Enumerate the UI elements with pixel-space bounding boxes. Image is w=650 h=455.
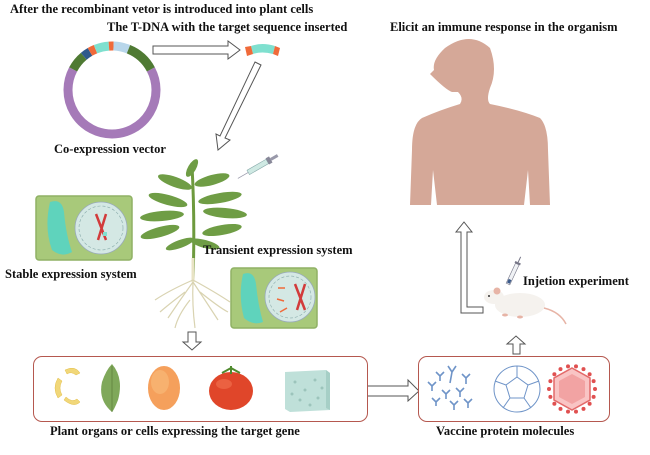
vaccine-label: Vaccine protein molecules [436, 424, 575, 438]
plasmid-segment [93, 41, 110, 54]
plasmid-segment [69, 52, 87, 72]
virus-spike [591, 379, 596, 384]
cells-icon [54, 367, 81, 405]
transient-label: Transient expression system [203, 243, 353, 257]
plasmid-icon [63, 41, 161, 139]
antibodies-icon [427, 365, 473, 410]
arrow-down-icon [181, 331, 203, 351]
plasmid-segment [80, 47, 93, 60]
tomato-icon [209, 366, 253, 410]
virus-spike [547, 387, 551, 391]
mouse-icon [484, 256, 567, 325]
callus-icon [285, 370, 330, 412]
plasmid-segment [126, 45, 155, 72]
virus-spike [591, 394, 596, 399]
arrow-right-icon [365, 378, 420, 403]
arrow-up-icon [505, 335, 527, 355]
plasmid-segment [113, 41, 131, 54]
virus-spike [587, 401, 592, 406]
leaf-icon [101, 364, 120, 412]
plant-icon [140, 159, 247, 329]
virus-spike [581, 406, 586, 411]
seed-icon [148, 366, 180, 410]
virus-spike [552, 372, 557, 377]
virus-spike [558, 406, 563, 411]
plasmid-segment [111, 67, 161, 139]
virus-spike [587, 372, 592, 377]
virus-spike [548, 379, 553, 384]
virus-spike [548, 394, 553, 399]
human-icon [410, 39, 550, 205]
plasmid-segment [63, 67, 113, 139]
arrow-diagonal-icon [215, 61, 262, 151]
syringe-icon [237, 154, 279, 179]
virus-spike [573, 364, 578, 369]
virus-spike [581, 367, 586, 372]
virus-spike [558, 367, 563, 372]
organs-label: Plant organs or cells expressing the tar… [50, 424, 300, 438]
immune-label: Elicit an immune response in the organis… [390, 20, 618, 34]
stable-cell-icon [35, 195, 133, 261]
virus-spike [566, 409, 571, 414]
tdna-label: The T-DNA with the target sequence inser… [107, 20, 348, 34]
virus-icon [547, 364, 597, 414]
plasmid-segment [87, 45, 98, 56]
virus-spike [566, 364, 571, 369]
intro-label: After the recombinant vetor is introduce… [10, 2, 314, 16]
tdna-fragment-icon [245, 44, 280, 56]
virus-spike [552, 401, 557, 406]
virus-spike [573, 409, 578, 414]
arrow-up-l-icon [454, 221, 484, 314]
transient-cell-icon [230, 267, 318, 329]
virus-spike [593, 387, 597, 391]
vlp-icon [493, 365, 541, 413]
vector-label: Co-expression vector [54, 142, 166, 156]
injection-label: Injetion experiment [523, 274, 629, 288]
stable-label: Stable expression system [5, 267, 137, 281]
arrow-right-icon [152, 40, 241, 60]
